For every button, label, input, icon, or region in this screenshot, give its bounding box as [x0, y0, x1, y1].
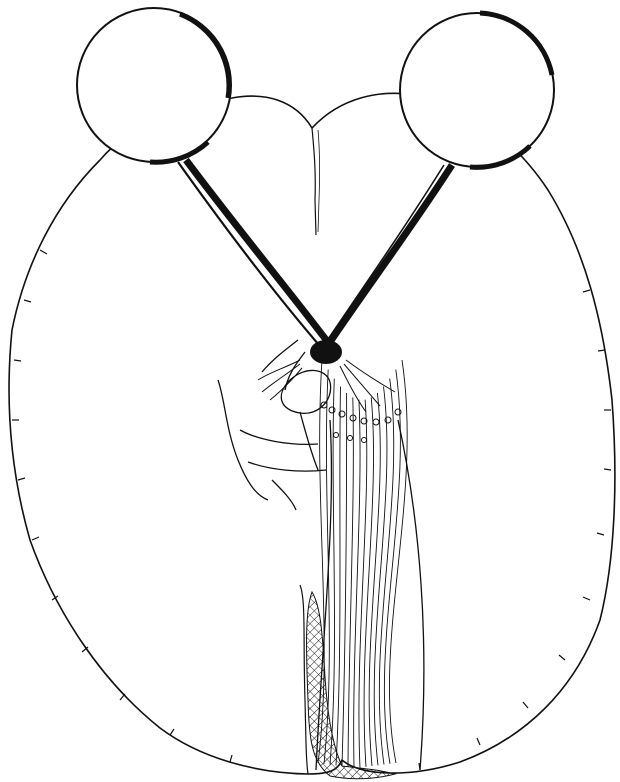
optic-radiation-fiber — [342, 393, 347, 766]
right-optic-nerve — [322, 165, 452, 348]
optic-radiation-fiber — [336, 387, 341, 766]
optic-radiation-boundary — [398, 420, 424, 770]
left-optic-nerve — [178, 160, 330, 352]
optic-radiation-fiber — [364, 397, 373, 766]
left-eye — [77, 8, 231, 162]
frontal-fissure — [312, 128, 316, 235]
optic-radiation-fibers — [316, 360, 424, 770]
right-eye — [400, 13, 554, 167]
frontal-fissure-inner — [318, 130, 320, 232]
midbrain-outline — [218, 340, 331, 510]
optic-radiation-fiber — [348, 397, 353, 766]
optic-chiasm — [310, 340, 342, 364]
